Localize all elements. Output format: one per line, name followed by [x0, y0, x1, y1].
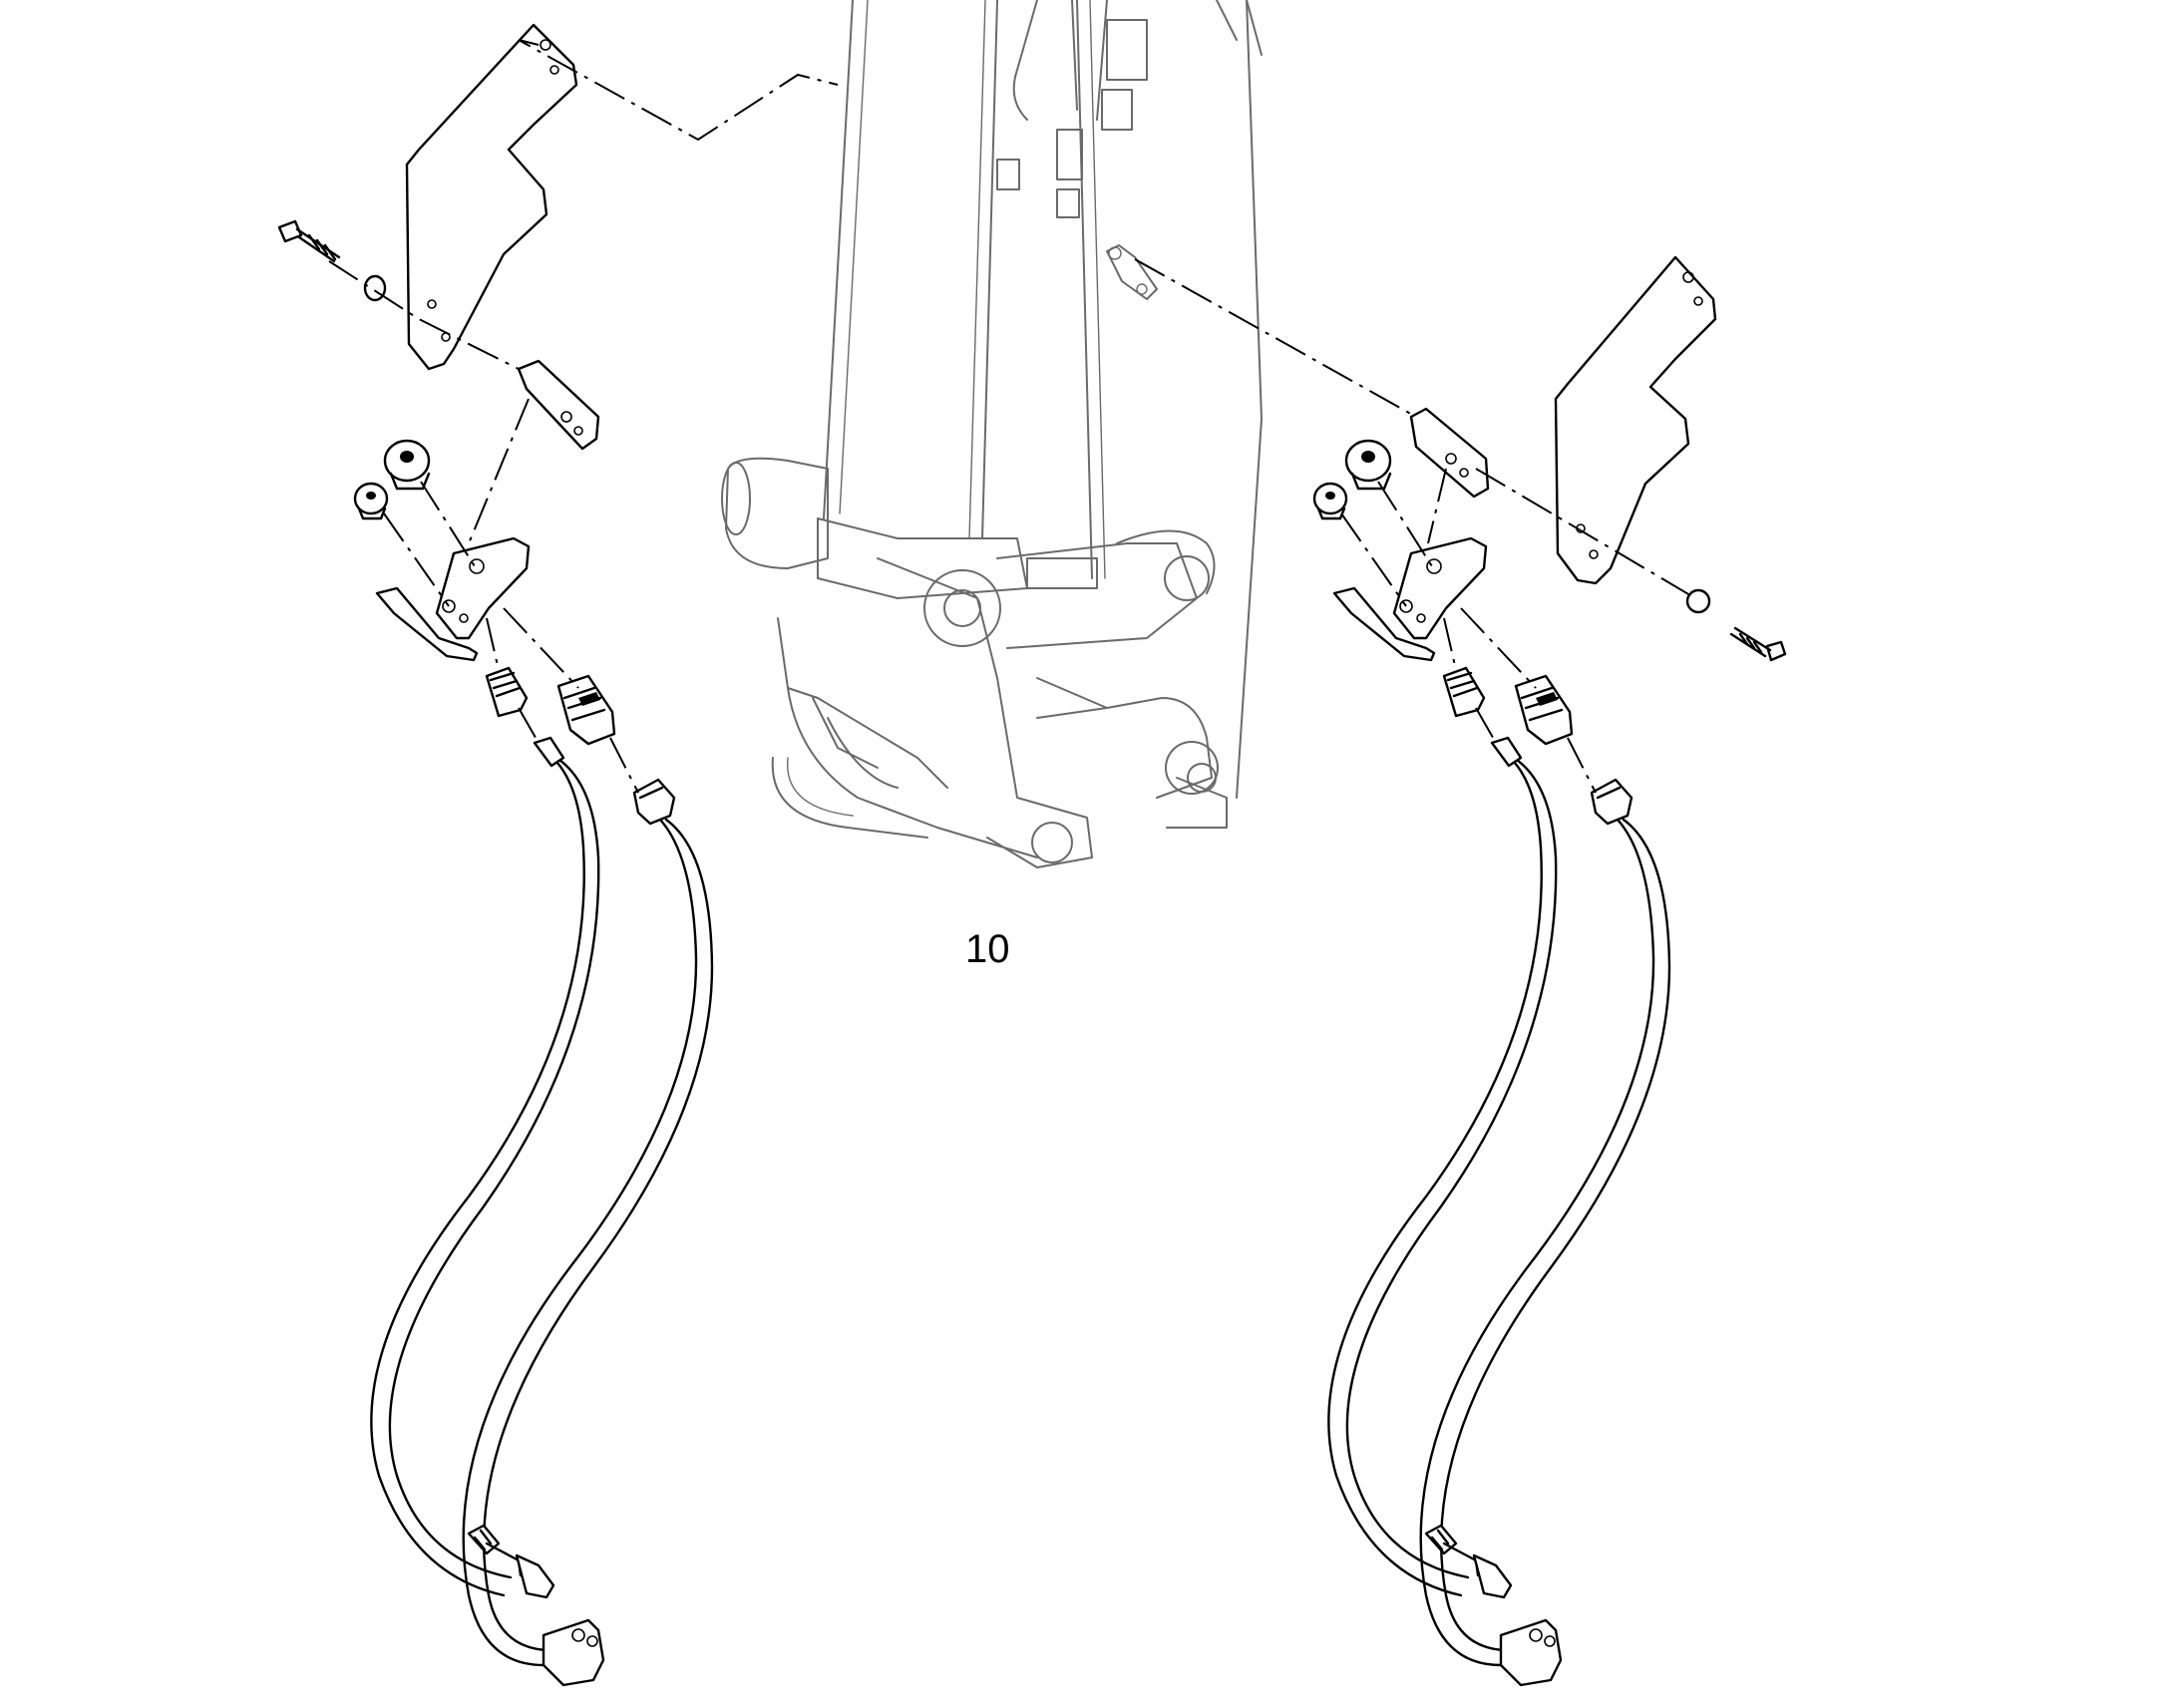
boom-arm-assembly [721, 0, 1263, 868]
left-bolt [277, 219, 341, 263]
right-dust-cap-large [1344, 439, 1392, 491]
left-hose-outer [462, 778, 714, 1667]
right-coupler-small [1442, 666, 1486, 718]
left-coupler-small [485, 666, 529, 718]
right-coupler-large [1514, 674, 1574, 746]
left-hose-inner [370, 736, 600, 1597]
right-hose-inner [1327, 736, 1558, 1597]
left-clamp-block [517, 359, 600, 451]
left-mounting-plate [405, 23, 578, 371]
left-washer [363, 274, 387, 302]
right-dust-cap-small [1312, 482, 1348, 520]
left-coupler-large [556, 674, 616, 746]
item-callout-label: 10 [965, 927, 1010, 971]
left-dust-cap-small [353, 482, 389, 520]
left-hose-end-fitting-elbow [542, 1618, 605, 1687]
right-hose-end-fitting-straight [1424, 1524, 1513, 1599]
right-hose-assembly [1106, 244, 1787, 1687]
right-bolt [1729, 626, 1787, 662]
left-lower-bracket [375, 586, 479, 662]
right-lower-bracket [1332, 586, 1436, 662]
left-hose-end-fitting-straight [467, 1524, 555, 1599]
right-washer [1685, 588, 1711, 614]
right-hose-outer [1419, 778, 1671, 1667]
left-dust-cap-large [383, 439, 431, 491]
left-hose-assembly [277, 23, 839, 1687]
right-mounting-plate [1554, 255, 1717, 585]
right-clamp-block [1409, 407, 1490, 499]
right-hose-end-fitting-elbow [1499, 1618, 1563, 1687]
